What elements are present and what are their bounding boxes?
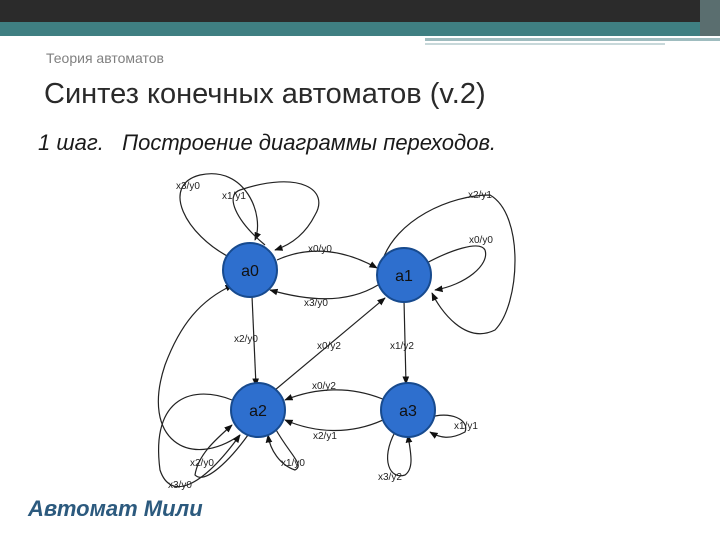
node-a3-label: a3 bbox=[399, 403, 417, 420]
top-right-block bbox=[700, 0, 720, 36]
edge-label-a0-a2-x2y0: x2/y0 bbox=[234, 334, 258, 345]
node-a0-label: a0 bbox=[241, 263, 259, 280]
edge-a2-a2-x2y0 bbox=[194, 424, 249, 478]
edge-a0-a1-x0y0 bbox=[276, 250, 378, 269]
edge-label-a1-a1-x2y1: x2/y1 bbox=[468, 190, 492, 201]
node-a0: a0 bbox=[222, 242, 278, 298]
footer-caption: Автомат Мили bbox=[28, 496, 203, 521]
accent-line bbox=[425, 38, 720, 41]
top-teal-stripe bbox=[0, 22, 700, 36]
top-dark-stripe bbox=[0, 0, 700, 22]
node-a3: a3 bbox=[380, 382, 436, 438]
edge-label-a2-a2-x1y0: x1/y0 bbox=[281, 458, 305, 469]
edge-label-a3-a2-x0y2: x0/y2 bbox=[312, 381, 336, 392]
edge-label-a1-a3-x1y2: x1/y2 bbox=[390, 341, 414, 352]
edge-a3-a2-x2y1 bbox=[284, 419, 384, 432]
edge-label-a2-a0-x3y0: x3/y0 bbox=[168, 480, 192, 491]
edge-a0-a0-x1y1 bbox=[232, 181, 320, 251]
edge-label-a3-a3-x1y1: x1/y1 bbox=[454, 421, 478, 432]
edge-label-a0-a0-x3y0: x3/y0 bbox=[176, 181, 200, 192]
edge-label-a2-a2-x2y0: x2/y0 bbox=[190, 458, 214, 469]
edge-a3-a2-x0y2 bbox=[284, 389, 386, 401]
edge-label-a3-a2-x2y1: x2/y1 bbox=[313, 431, 337, 442]
node-a2: a2 bbox=[230, 382, 286, 438]
slide-title: Синтез конечных автоматов (v.2) bbox=[44, 78, 486, 110]
edge-a1-a1-x0y0 bbox=[422, 245, 487, 293]
step-heading: 1 шаг. Построение диаграммы переходов. bbox=[38, 130, 497, 155]
edge-a2-a2-x3y0-loop bbox=[158, 393, 241, 488]
node-a2-label: a2 bbox=[249, 403, 267, 420]
edge-label-a1-a0-x3y0: x3/y0 bbox=[304, 298, 328, 309]
edge-label-a0-a0-x1y1: x1/y1 bbox=[222, 191, 246, 202]
edge-a2-a0-x3y0 bbox=[157, 284, 241, 451]
edge-a3-a3-x1y1 bbox=[427, 414, 467, 439]
slide-subtitle: Теория автоматов bbox=[46, 50, 164, 66]
top-decoration-bar bbox=[0, 0, 720, 48]
edge-label-a0-a1-x0y0: x0/y0 bbox=[308, 244, 332, 255]
edge-label-a1-a1-x0y0: x0/y0 bbox=[469, 235, 493, 246]
edge-a1-a0-x3y0 bbox=[269, 284, 379, 300]
edge-a0-a2-x2y0 bbox=[251, 295, 260, 387]
edge-a1-a1-x2y1 bbox=[381, 194, 516, 335]
edge-a3-a3-x3y2 bbox=[386, 431, 413, 477]
edge-label-a2-a1-x0y2: x0/y2 bbox=[317, 341, 341, 352]
edge-a2-a2-x1y0 bbox=[265, 427, 299, 471]
edge-a0-a0-x3y0 bbox=[179, 173, 261, 259]
accent-line-thin bbox=[425, 43, 665, 45]
node-a1-label: a1 bbox=[395, 268, 413, 285]
node-a1: a1 bbox=[376, 247, 432, 303]
edge-label-a3-a3-x3y2: x3/y2 bbox=[378, 472, 402, 483]
edge-a2-a1-x0y2 bbox=[274, 297, 386, 391]
edge-a1-a3-x1y2 bbox=[402, 299, 410, 385]
